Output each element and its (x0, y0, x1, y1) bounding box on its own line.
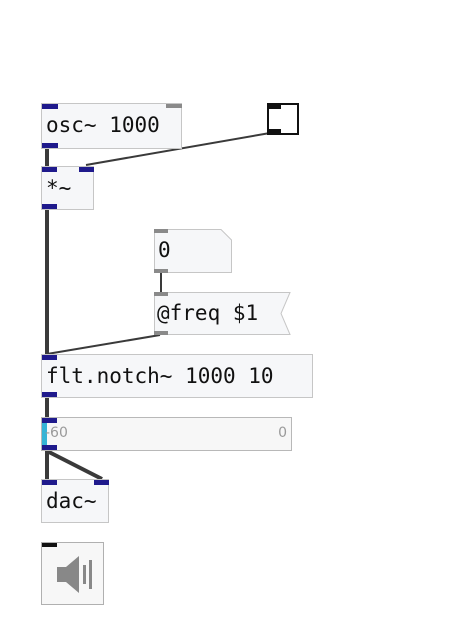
osc-outlet[interactable] (42, 143, 58, 148)
number-box-shape (154, 229, 232, 273)
speaker-inlet[interactable] (42, 543, 57, 547)
dac-label: dac~ (46, 489, 97, 513)
meter-outlet[interactable] (42, 445, 57, 450)
number-outlet[interactable] (154, 269, 168, 273)
cord-toggle-to-mul (85, 132, 271, 166)
toggle-inlet[interactable] (269, 105, 281, 109)
multiply-outlet[interactable] (42, 204, 57, 209)
meter-max-label: 0 (278, 425, 287, 441)
dac-inlet-right[interactable] (94, 480, 109, 485)
notch-filter-object[interactable]: flt.notch~ 1000 10 (41, 354, 313, 398)
cord-msg-to-notch (46, 334, 161, 355)
speaker-glyph (57, 556, 92, 593)
meter-inlet[interactable] (42, 418, 57, 423)
meter-level-bar (42, 418, 47, 450)
freq-message-label: @freq $1 (157, 301, 259, 325)
osc-object[interactable]: osc~ 1000 (41, 103, 182, 149)
notch-label: flt.notch~ 1000 10 (46, 364, 274, 388)
multiply-object[interactable]: *~ (41, 166, 94, 210)
dac-object[interactable]: dac~ (41, 479, 109, 523)
cord-meter-to-dac-right (46, 449, 103, 481)
toggle-outlet[interactable] (269, 129, 281, 133)
freq-message-outlet[interactable] (154, 331, 168, 335)
osc-inlet-right[interactable] (166, 104, 182, 108)
notch-inlet[interactable] (42, 355, 57, 360)
toggle-icon[interactable] (267, 103, 299, 135)
freq-message-inlet[interactable] (154, 292, 168, 296)
osc-inlet-left[interactable] (42, 104, 58, 109)
freq-message-shape (154, 292, 291, 335)
multiply-inlet-left[interactable] (42, 167, 57, 172)
multiply-inlet-right[interactable] (79, 167, 94, 172)
dac-inlet-left[interactable] (42, 480, 57, 485)
notch-outlet[interactable] (42, 392, 57, 397)
number-inlet[interactable] (154, 229, 168, 233)
level-meter[interactable]: -60 0 (41, 417, 292, 451)
speaker-icon[interactable] (41, 542, 104, 605)
osc-label: osc~ 1000 (46, 113, 160, 137)
meter-min-label: -60 (45, 425, 68, 441)
number-value: 0 (158, 238, 171, 262)
multiply-label: *~ (46, 176, 72, 200)
freq-message[interactable]: @freq $1 (154, 292, 291, 335)
number-box[interactable]: 0 (154, 229, 232, 273)
